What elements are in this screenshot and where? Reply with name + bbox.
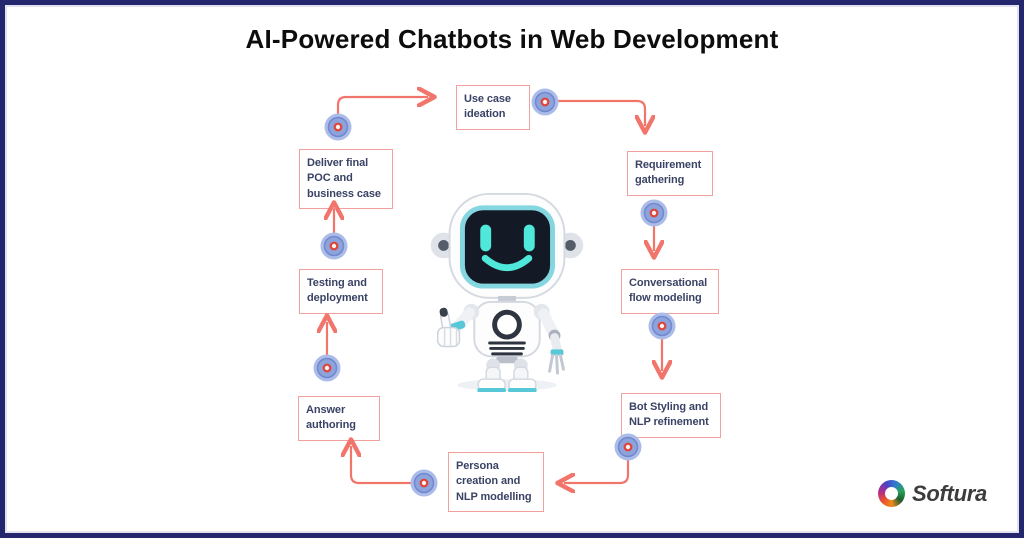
arrow-deliver-to-usecase [336,97,428,114]
page-title: AI-Powered Chatbots in Web Development [245,24,779,54]
connector-node-icon [320,232,348,260]
softura-swirl-icon [878,480,905,507]
step-box-requirement-gathering: Requirement gathering [627,151,713,196]
connector-node-icon [640,199,668,227]
arrow-persona-to-answer [351,446,411,485]
robot-mascot-image [420,188,592,393]
arrow-usecase-to-requirement [558,99,645,126]
softura-logo-text: Softura [912,480,987,506]
step-box-conversational-flow: Conversational flow modeling [621,269,719,314]
connector-node-icon [410,469,438,497]
connector-node-icon [313,354,341,382]
step-box-use-case-ideation: Use case ideation [456,85,530,130]
step-box-answer-authoring: Answer authoring [298,396,380,441]
arrow-botstyling-to-persona [564,460,630,483]
connector-node-icon [531,88,559,116]
softura-logo: Softura [878,480,987,507]
robot-mascot-svg [430,192,584,393]
connector-node-icon [648,312,676,340]
step-box-bot-styling: Bot Styling and NLP refinement [621,393,721,438]
step-box-deliver-final-poc: Deliver final POC and business case [299,149,393,210]
connector-node-icon [324,113,352,141]
step-box-persona-creation: Persona creation and NLP modelling [448,452,544,513]
step-box-testing-deployment: Testing and deployment [299,269,383,314]
